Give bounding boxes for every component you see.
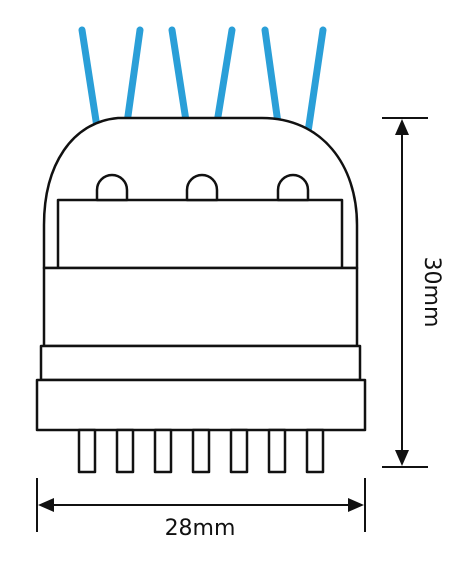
inner-block: [56, 198, 344, 270]
housing-body: [42, 266, 359, 348]
width-label: 28mm: [165, 516, 236, 541]
width-arrow-right: [348, 498, 364, 512]
connector-pin: [153, 428, 173, 474]
width-arrow-left: [38, 498, 54, 512]
led-array: [95, 173, 310, 202]
connector-pin: [305, 428, 325, 474]
led-dome: [95, 173, 129, 202]
connector-pin: [115, 428, 135, 474]
led-dome: [276, 173, 310, 202]
width-dimension: 28mm: [36, 478, 366, 541]
height-arrow-bottom: [395, 450, 409, 466]
connector-pin: [229, 428, 249, 474]
height-dimension: 30mm: [382, 117, 444, 468]
connector-base: [35, 378, 367, 432]
neck-band: [39, 344, 362, 382]
connector-pin: [191, 428, 211, 474]
connector-pin: [267, 428, 287, 474]
led-dome: [185, 173, 219, 202]
height-label: 30mm: [419, 257, 444, 328]
connector-pin: [77, 428, 97, 474]
height-arrow-top: [395, 119, 409, 135]
connector-pins: [77, 428, 325, 474]
